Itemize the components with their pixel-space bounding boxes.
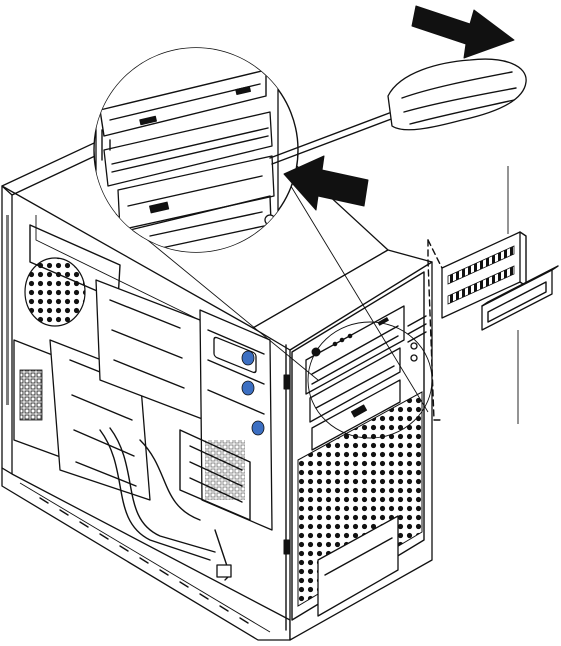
screwdriver [270, 59, 526, 164]
removal-direction-arrow [412, 6, 514, 58]
screwdriver-handle [388, 59, 526, 130]
side-release-latch [284, 375, 289, 389]
side-release-latch-lower [284, 540, 289, 554]
rear-expansion-slots [4, 215, 10, 405]
drive-latch-tab-1 [242, 351, 254, 365]
drive-latch-tab-3 [252, 421, 264, 435]
drive-latch-tab-2 [242, 381, 254, 395]
rear-fan-grille [25, 258, 85, 326]
